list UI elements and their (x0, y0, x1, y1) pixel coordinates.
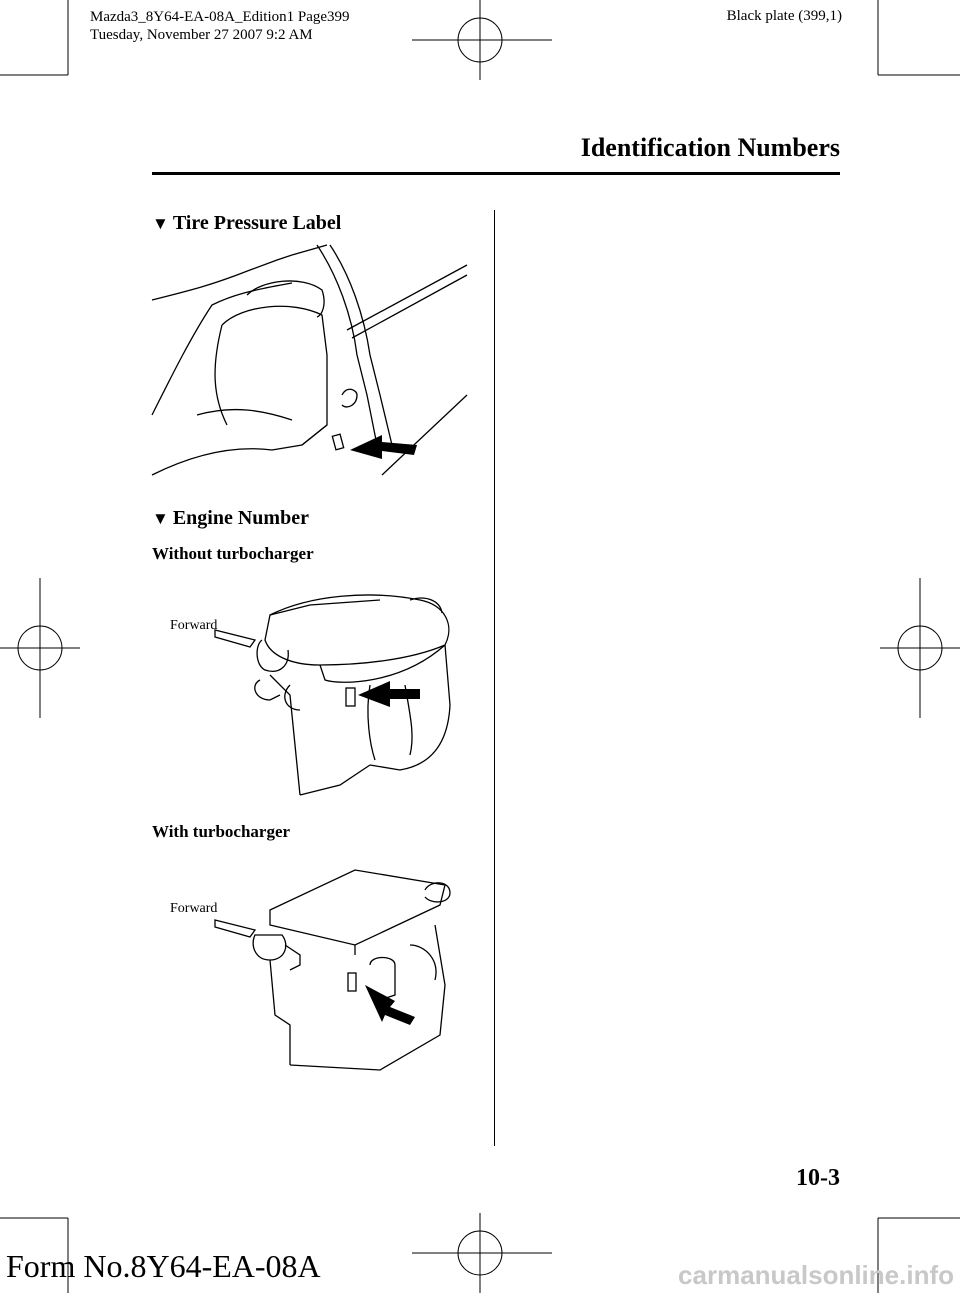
print-header: Mazda3_8Y64-EA-08A_Edition1 Page399 Tues… (90, 8, 350, 44)
page-number: 10-3 (796, 1165, 840, 1191)
triangle-bullet-icon: ▼ (152, 213, 169, 233)
section-title: Identification Numbers (580, 133, 840, 162)
file-line: Mazda3_8Y64-EA-08A_Edition1 Page399 (90, 9, 350, 25)
forward-label: Forward (170, 618, 218, 633)
plate-label: Black plate (399,1) (726, 8, 842, 24)
registration-crosshair-icon (412, 0, 552, 80)
tire-pressure-heading-text: Tire Pressure Label (172, 212, 342, 234)
forward-label: Forward (170, 901, 218, 916)
with-turbo-label: With turbocharger (152, 822, 291, 841)
registration-crosshair-icon (412, 1213, 552, 1293)
engine-number-heading-text: Engine Number (172, 507, 309, 529)
tire-pressure-heading: ▼ Tire Pressure Label (152, 212, 341, 235)
column-divider (494, 210, 495, 1146)
header-rule (152, 172, 840, 175)
turbo-engine-illustration (214, 869, 451, 1071)
door-pillar-illustration (151, 244, 468, 476)
date-line: Tuesday, November 27 2007 9:2 AM (90, 27, 313, 43)
triangle-bullet-icon: ▼ (152, 508, 169, 528)
form-number: Form No.8Y64-EA-08A (6, 1248, 321, 1284)
watermark: carmanualsonline.info (678, 1260, 954, 1290)
engine-number-heading: ▼ Engine Number (152, 507, 309, 530)
engine-illustration (214, 594, 451, 796)
registration-crosshair-icon (0, 578, 80, 718)
registration-crosshair-icon (880, 578, 960, 718)
without-turbo-label: Without turbocharger (152, 544, 314, 563)
